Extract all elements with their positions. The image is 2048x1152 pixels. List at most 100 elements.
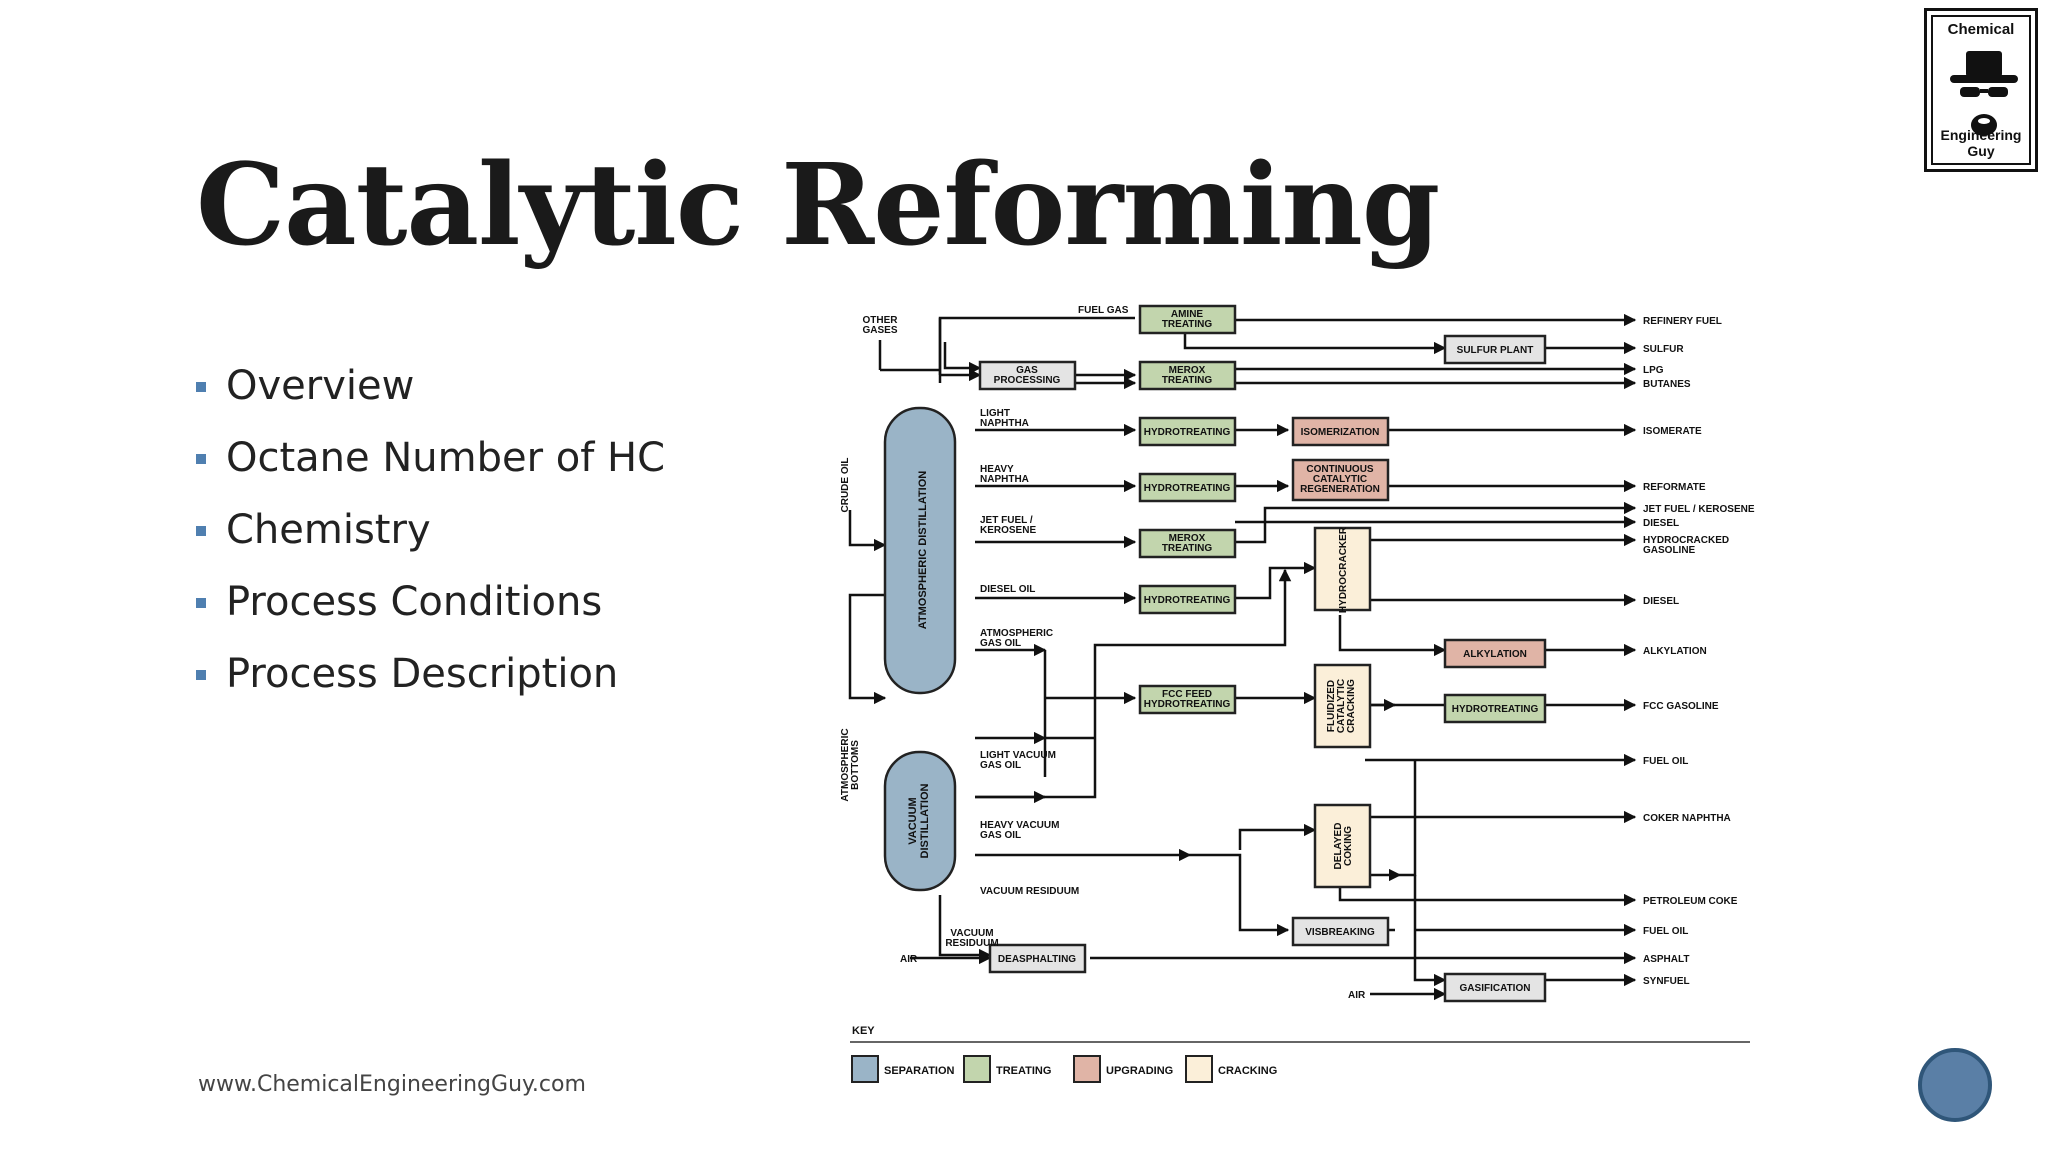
product-fcc-gasoline: FCC GASOLINE [1643,701,1719,712]
bullet-marker [196,598,206,608]
product-lpg: LPG [1643,365,1664,376]
key-swatch-cracking [1185,1055,1213,1083]
alkylation-unit-label: ALKYLATION [1463,649,1527,660]
bullet-label: Octane Number of HC [226,435,666,481]
product-isomerate: ISOMERATE [1643,426,1702,437]
gasification-label: GASIFICATION [1460,983,1531,994]
slide-title: Catalytic Reforming [196,140,1440,271]
hydrotreating-4-label: HYDROTREATING [1452,704,1539,715]
logo-top-text: Chemical [1947,21,2015,38]
legend-key: KEY SEPARATION TREATING UPGRADING CRACKI… [850,1025,1750,1083]
bullet-marker [196,526,206,536]
hydrotreating-1-label: HYDROTREATING [1144,427,1231,438]
product-petroleum-coke: PETROLEUM COKE [1643,896,1738,907]
flow-lines [848,313,1637,1001]
air-label-2: AIR [1348,990,1366,1001]
merox-treating-1-box [1138,360,1237,391]
bullet-item[interactable]: Process Conditions [196,574,665,646]
sulfur-plant-label: SULFUR PLANT [1457,345,1534,356]
hydrotreating-3-box [1138,584,1237,615]
hydrotreating-3-label: HYDROTREATING [1144,595,1231,606]
hydrocracker-label: HYDROCRACKER [1338,526,1349,613]
logo-bottom-text: Engineering Guy [1940,127,2022,159]
amine-treating-box [1138,304,1237,335]
atm-bottoms-label: ATMOSPHERICBOTTOMS [840,728,861,801]
hydrocracker-box [1313,526,1372,612]
fcc-feed-hydrotreating-box [1138,684,1237,715]
hat-glasses-icon [1950,51,2018,136]
delayed-coking-box [1313,803,1372,889]
visbreaking-label: VISBREAKING [1305,927,1375,938]
product-coker-naphtha: COKER NAPHTHA [1643,813,1731,824]
coking-label: DELAYEDCOKING [1333,823,1354,870]
visbreaking-box [1291,916,1390,947]
bullet-list: Overview Octane Number of HC Chemistry P… [196,358,665,718]
hydrotreating-4-box [1443,693,1547,724]
key-label-upgrading: UPGRADING [1106,1065,1173,1077]
footer-website[interactable]: www.ChemicalEngineeringGuy.com [198,1072,586,1097]
key-label-separation: SEPARATION [884,1065,955,1077]
bullet-item[interactable]: Octane Number of HC [196,430,665,502]
brand-logo: Chemical Engineering Guy [1924,8,2038,172]
jet-fuel-label: JET FUEL /KEROSENE [980,515,1036,536]
key-swatch-treating [963,1055,991,1083]
bullet-item[interactable]: Chemistry [196,502,665,574]
bullet-marker [196,382,206,392]
sulfur-plant-box [1443,334,1547,365]
key-label-cracking: CRACKING [1218,1065,1277,1077]
merox-treating-2-box [1138,528,1237,559]
refinery-flow-diagram: ATMOSPHERIC DISTILLATION VACUUMDISTILLAT… [840,304,1755,1083]
product-fuel-oil-1: FUEL OIL [1643,756,1688,767]
vacuum-column-label: VACUUMDISTILLATION [907,783,931,858]
product-sulfur: SULFUR [1643,344,1684,355]
product-diesel-1: DIESEL [1643,518,1679,529]
bullet-item[interactable]: Process Description [196,646,665,718]
alkylation-box [1443,638,1547,669]
key-swatch-upgrading [1073,1055,1101,1083]
hydrotreating-1-box [1138,416,1237,447]
deasphalting-label: DEASPHALTING [998,954,1076,965]
product-jet-fuel: JET FUEL / KEROSENE [1643,504,1755,515]
fcc-box [1313,663,1372,749]
key-label-treating: TREATING [996,1065,1051,1077]
product-asphalt: ASPHALT [1643,954,1689,965]
atmospheric-column-label: ATMOSPHERIC DISTILLATION [917,471,929,630]
product-fuel-oil-2: FUEL OIL [1643,926,1688,937]
bullet-label: Process Conditions [226,579,603,625]
vacuum-distillation-column [883,750,957,892]
bullet-item[interactable]: Overview [196,358,665,430]
fcc-label: FLUIDIZEDCATALYTICCRACKING [1326,679,1357,733]
product-synfuel: SYNFUEL [1643,976,1690,987]
isomerization-box [1291,416,1390,447]
fuel-gas-label: FUEL GAS [1078,305,1129,316]
next-slide-button[interactable] [1918,1048,1992,1122]
key-swatch-separation [851,1055,879,1083]
unit-boxes [978,304,1547,1003]
hydrotreating-2-box [1138,472,1237,503]
bullet-marker [196,454,206,464]
product-diesel-2: DIESEL [1643,596,1679,607]
atmospheric-distillation-column [883,406,957,695]
bullet-label: Overview [226,363,415,409]
bullet-marker [196,670,206,680]
diesel-oil-label: DIESEL OIL [980,584,1035,595]
deasphalting-box [988,943,1087,974]
air-label-1: AIR [900,954,918,965]
isomerization-label: ISOMERIZATION [1301,427,1380,438]
logo-frame [1931,15,2031,165]
crude-oil-label: CRUDE OIL [840,458,851,513]
gas-processing-box [978,360,1077,391]
hydrotreating-2-label: HYDROTREATING [1144,483,1231,494]
